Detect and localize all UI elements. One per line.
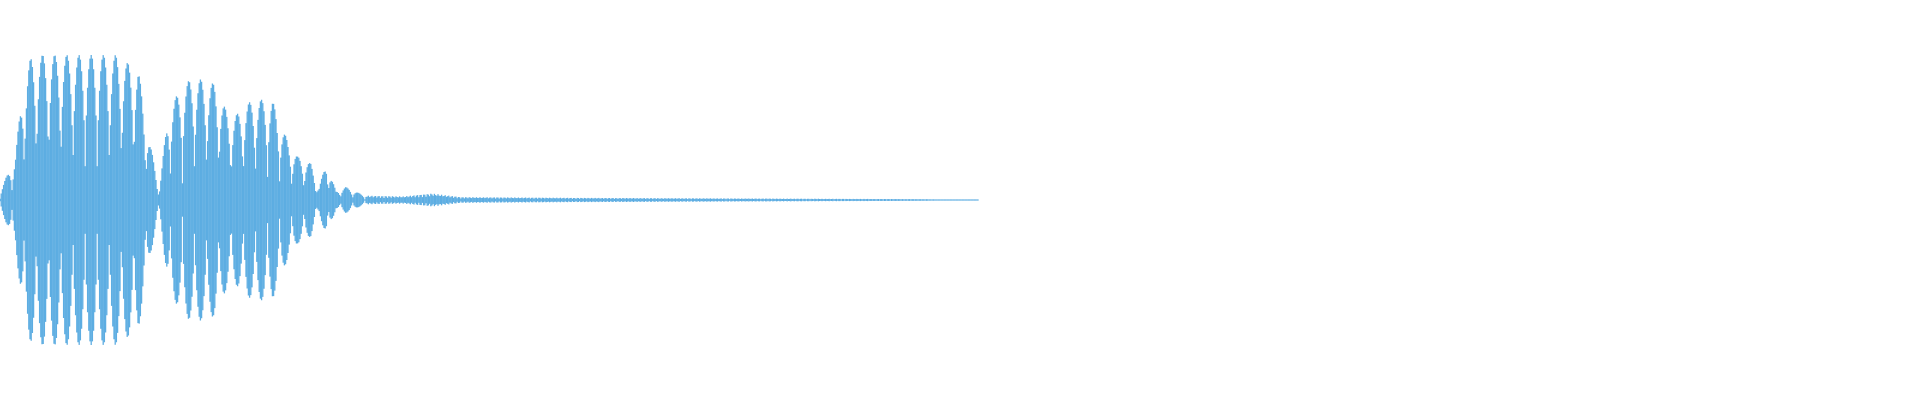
waveform-bars [0, 55, 979, 345]
